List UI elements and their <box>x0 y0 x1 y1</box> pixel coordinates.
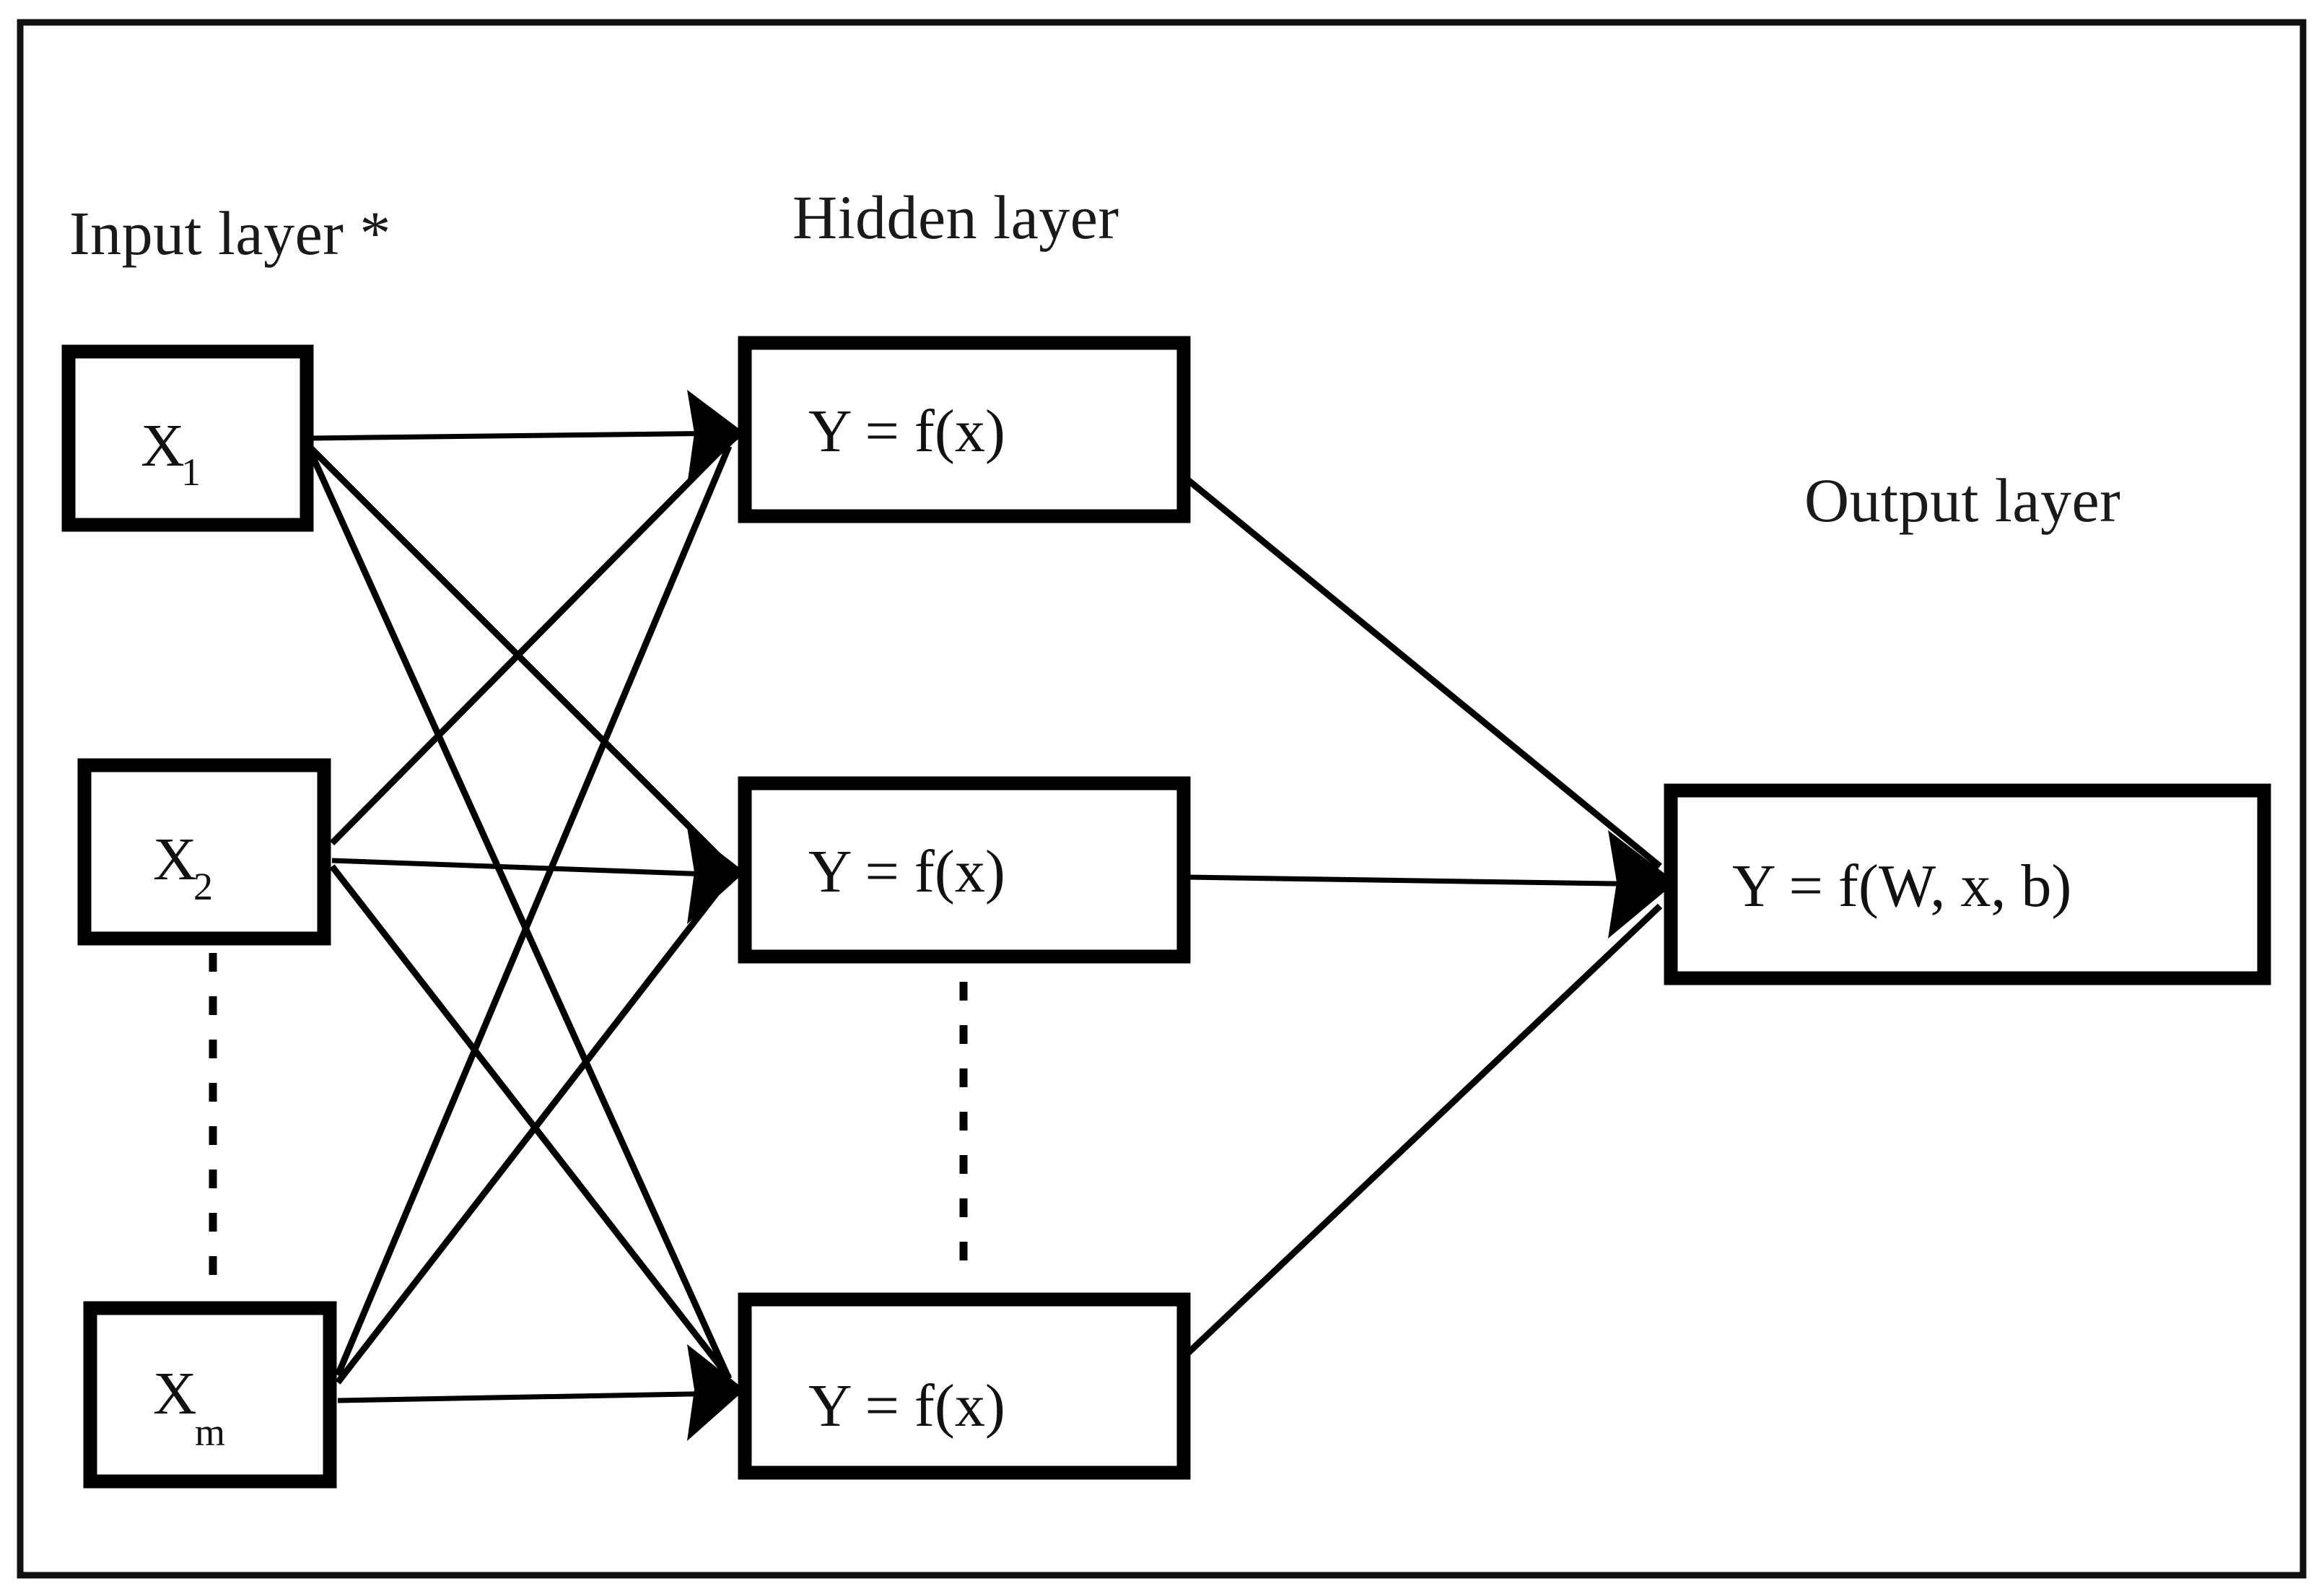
hidden-layer-title: Hidden layer <box>792 183 1119 252</box>
input-node-xm-subscript: m <box>195 1411 225 1454</box>
edge-xm-h2 <box>335 875 732 1385</box>
input-node-xm-label-group: X m <box>153 1360 225 1454</box>
hidden-node-3-label: Y = f(x) <box>808 1372 1005 1440</box>
edge-x2-h3 <box>329 864 732 1380</box>
edges-input-to-hidden <box>307 430 733 1403</box>
hidden-node-1-box[interactable] <box>738 336 1191 523</box>
input-node-x2-box[interactable] <box>77 758 331 946</box>
input-node-x2-base: X <box>153 826 197 893</box>
input-node-xm[interactable] <box>83 1301 337 1489</box>
input-node-x2[interactable] <box>77 758 331 946</box>
input-node-x1[interactable] <box>61 344 314 532</box>
edge-x1-h1 <box>310 430 730 441</box>
edge-x2-h1 <box>329 439 732 846</box>
edge-xm-h1 <box>334 445 733 1377</box>
hidden-node-2-label: Y = f(x) <box>808 838 1005 905</box>
input-layer-title: Input layer * <box>69 199 391 268</box>
edge-x2-h2 <box>331 858 730 878</box>
input-node-x1-subscript: 1 <box>181 450 201 494</box>
edge-h3-out <box>1181 903 1663 1360</box>
input-node-x1-box[interactable] <box>61 344 314 532</box>
arrow-head-h2 <box>687 827 745 924</box>
input-node-xm-box[interactable] <box>83 1301 337 1489</box>
hidden-node-2-box[interactable] <box>738 776 1191 964</box>
edge-h2-out <box>1183 874 1661 887</box>
input-node-xm-base: X <box>153 1360 197 1427</box>
input-node-x1-base: X <box>141 412 185 479</box>
input-node-x1-label-group: X 1 <box>141 412 201 494</box>
arrowheads-hidden <box>687 390 745 1441</box>
output-node-box[interactable] <box>1664 783 2271 985</box>
output-node-label: Y = f(W, x, b) <box>1732 853 2071 920</box>
arrow-head-h1 <box>687 390 745 485</box>
input-node-x2-label-group: X 2 <box>153 826 213 908</box>
edges-hidden-to-output <box>1181 474 1663 1360</box>
edge-h1-out <box>1181 474 1662 869</box>
hidden-node-3-box[interactable] <box>738 1292 1191 1480</box>
arrow-head-output <box>1608 830 1676 938</box>
figure-border <box>17 19 2307 1579</box>
hidden-node-1-label: Y = f(x) <box>808 398 1005 465</box>
edge-xm-h3 <box>337 1390 730 1403</box>
input-node-x2-subscript: 2 <box>193 865 213 908</box>
arrow-head-h3 <box>687 1344 745 1441</box>
edge-x1-h3 <box>307 450 733 1380</box>
output-layer-title: Output layer <box>1804 466 2120 535</box>
